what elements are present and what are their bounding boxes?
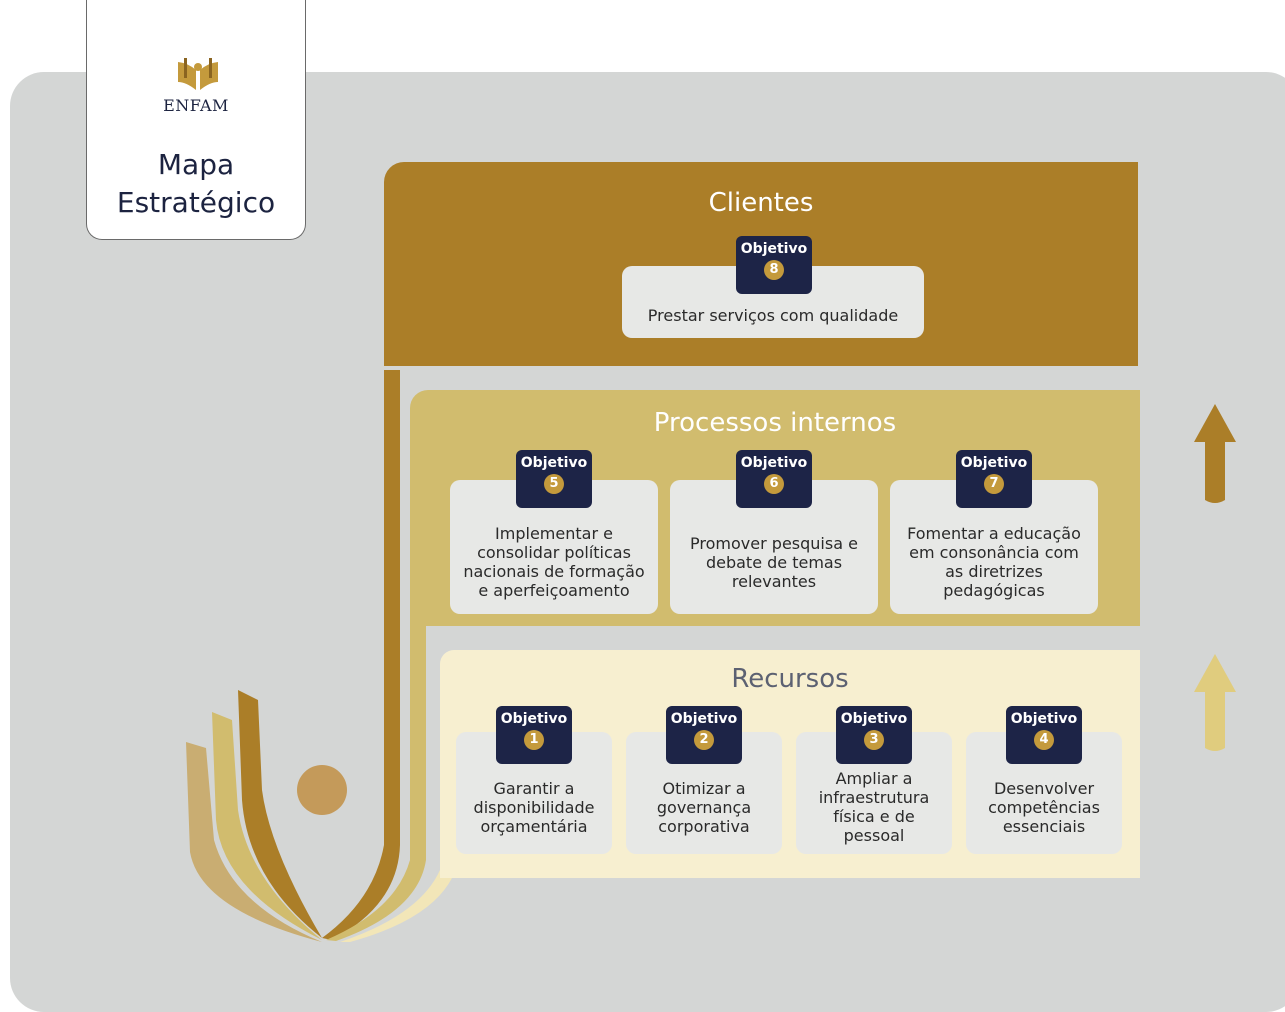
objective-7-badge: Objetivo 7 xyxy=(956,450,1032,508)
tier-recursos: Recursos Garantir a disponibilidade orça… xyxy=(440,650,1140,878)
objective-5-text: Implementar e consolidar políticas nacio… xyxy=(463,524,645,600)
objective-4-text: Desenvolver competências essenciais xyxy=(988,778,1100,836)
objective-number: 1 xyxy=(524,730,544,750)
objective-1-badge: Objetivo 1 xyxy=(496,706,572,764)
map-title-line2: Estratégico xyxy=(116,186,276,219)
objective-label: Objetivo xyxy=(520,455,588,471)
map-title-line1: Mapa xyxy=(157,148,235,181)
objective-label: Objetivo xyxy=(500,711,568,727)
objective-label: Objetivo xyxy=(840,711,908,727)
objective-3-text: Ampliar a infraestrutura física e de pes… xyxy=(818,769,930,845)
objective-5-badge: Objetivo 5 xyxy=(516,450,592,508)
tier-title-clientes: Clientes xyxy=(708,188,814,218)
objective-label: Objetivo xyxy=(960,455,1028,471)
objective-number: 6 xyxy=(764,474,784,494)
objective-label: Objetivo xyxy=(670,711,738,727)
objective-2-badge: Objetivo 2 xyxy=(666,706,742,764)
objective-7-text: Fomentar a educação em consonância com a… xyxy=(907,524,1081,600)
map-title: Mapa Estratégico xyxy=(87,146,305,222)
objective-8-badge: Objetivo 8 xyxy=(736,236,812,294)
tier-title-processos: Processos internos xyxy=(653,408,897,438)
objective-number: 8 xyxy=(764,260,784,280)
objective-7-box: Fomentar a educação em consonância com a… xyxy=(890,480,1098,614)
objective-8-text: Prestar serviços com qualidade xyxy=(647,305,899,325)
arrow-up-icon xyxy=(1194,654,1236,751)
logo-card: ENFAM Mapa Estratégico xyxy=(86,0,306,240)
objective-label: Objetivo xyxy=(740,455,808,471)
objective-number: 4 xyxy=(1034,730,1054,750)
objective-6-text: Promover pesquisa e debate de temas rele… xyxy=(690,533,858,591)
objective-2-box: Otimizar a governança corporativa xyxy=(626,732,782,854)
objective-6-badge: Objetivo 6 xyxy=(736,450,812,508)
objective-number: 2 xyxy=(694,730,714,750)
objective-label: Objetivo xyxy=(1010,711,1078,727)
tier-title-recursos: Recursos xyxy=(731,664,849,694)
logo-text: ENFAM xyxy=(163,96,229,115)
objective-number: 5 xyxy=(544,474,564,494)
tier-clientes: Clientes Prestar serviços com qualidade … xyxy=(384,162,1138,366)
objective-3-badge: Objetivo 3 xyxy=(836,706,912,764)
objective-label: Objetivo xyxy=(740,241,808,257)
book-figure-graphic xyxy=(186,370,452,942)
objective-number: 3 xyxy=(864,730,884,750)
tier-processos-internos: Processos internos Implementar e consoli… xyxy=(410,390,1140,626)
objective-4-badge: Objetivo 4 xyxy=(1006,706,1082,764)
arrow-up-icon xyxy=(1194,404,1236,503)
figure-head-icon xyxy=(297,765,347,815)
objective-number: 7 xyxy=(984,474,1004,494)
objective-2-text: Otimizar a governança corporativa xyxy=(656,778,752,836)
enfam-book-logo-icon xyxy=(178,58,218,90)
objective-1-text: Garantir a disponibilidade orçamentária xyxy=(473,778,595,836)
